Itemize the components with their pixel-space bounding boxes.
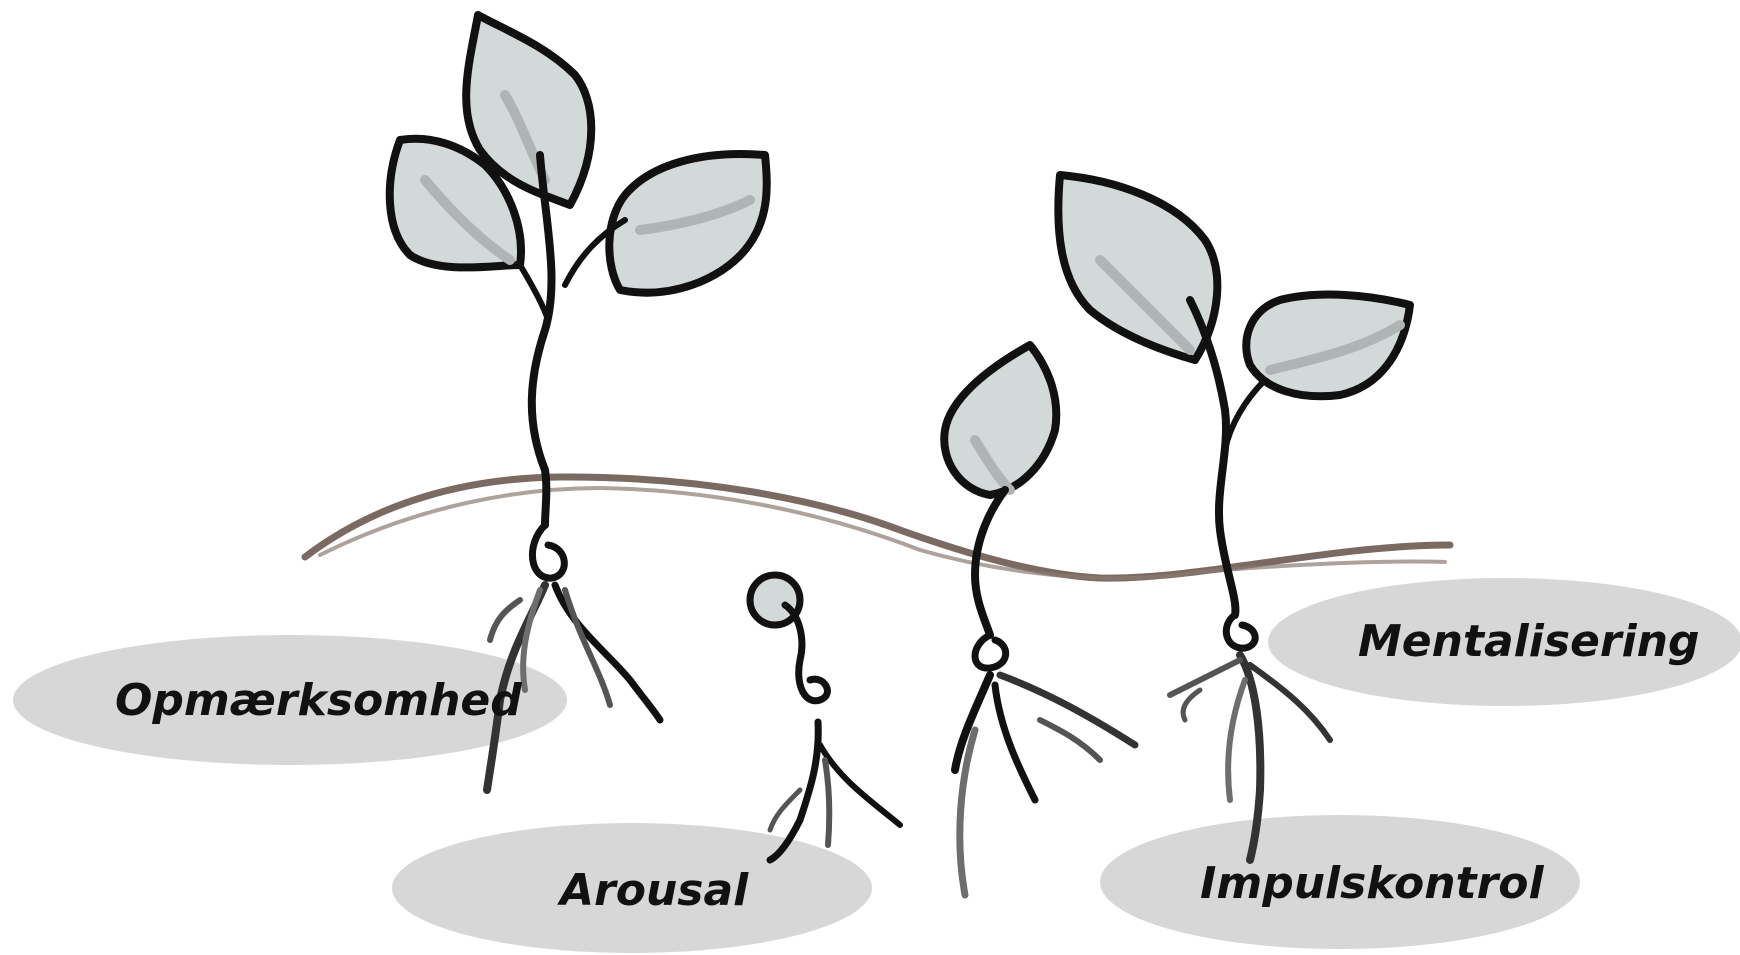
- leaf-upper: [1058, 175, 1217, 360]
- label-arousal: Arousal: [557, 865, 749, 916]
- ground-line: [305, 477, 1450, 578]
- plant-seed: [750, 575, 900, 860]
- label-opmaerksomhed: Opmærksomhed: [115, 675, 522, 726]
- plant-single-leaf: [944, 345, 1135, 895]
- leaf-lower: [1246, 295, 1410, 397]
- plant-two-leaf: [1058, 175, 1410, 860]
- label-mentalisering: Mentalisering: [1358, 616, 1699, 667]
- label-impulskontrol: Impulskontrol: [1200, 858, 1545, 909]
